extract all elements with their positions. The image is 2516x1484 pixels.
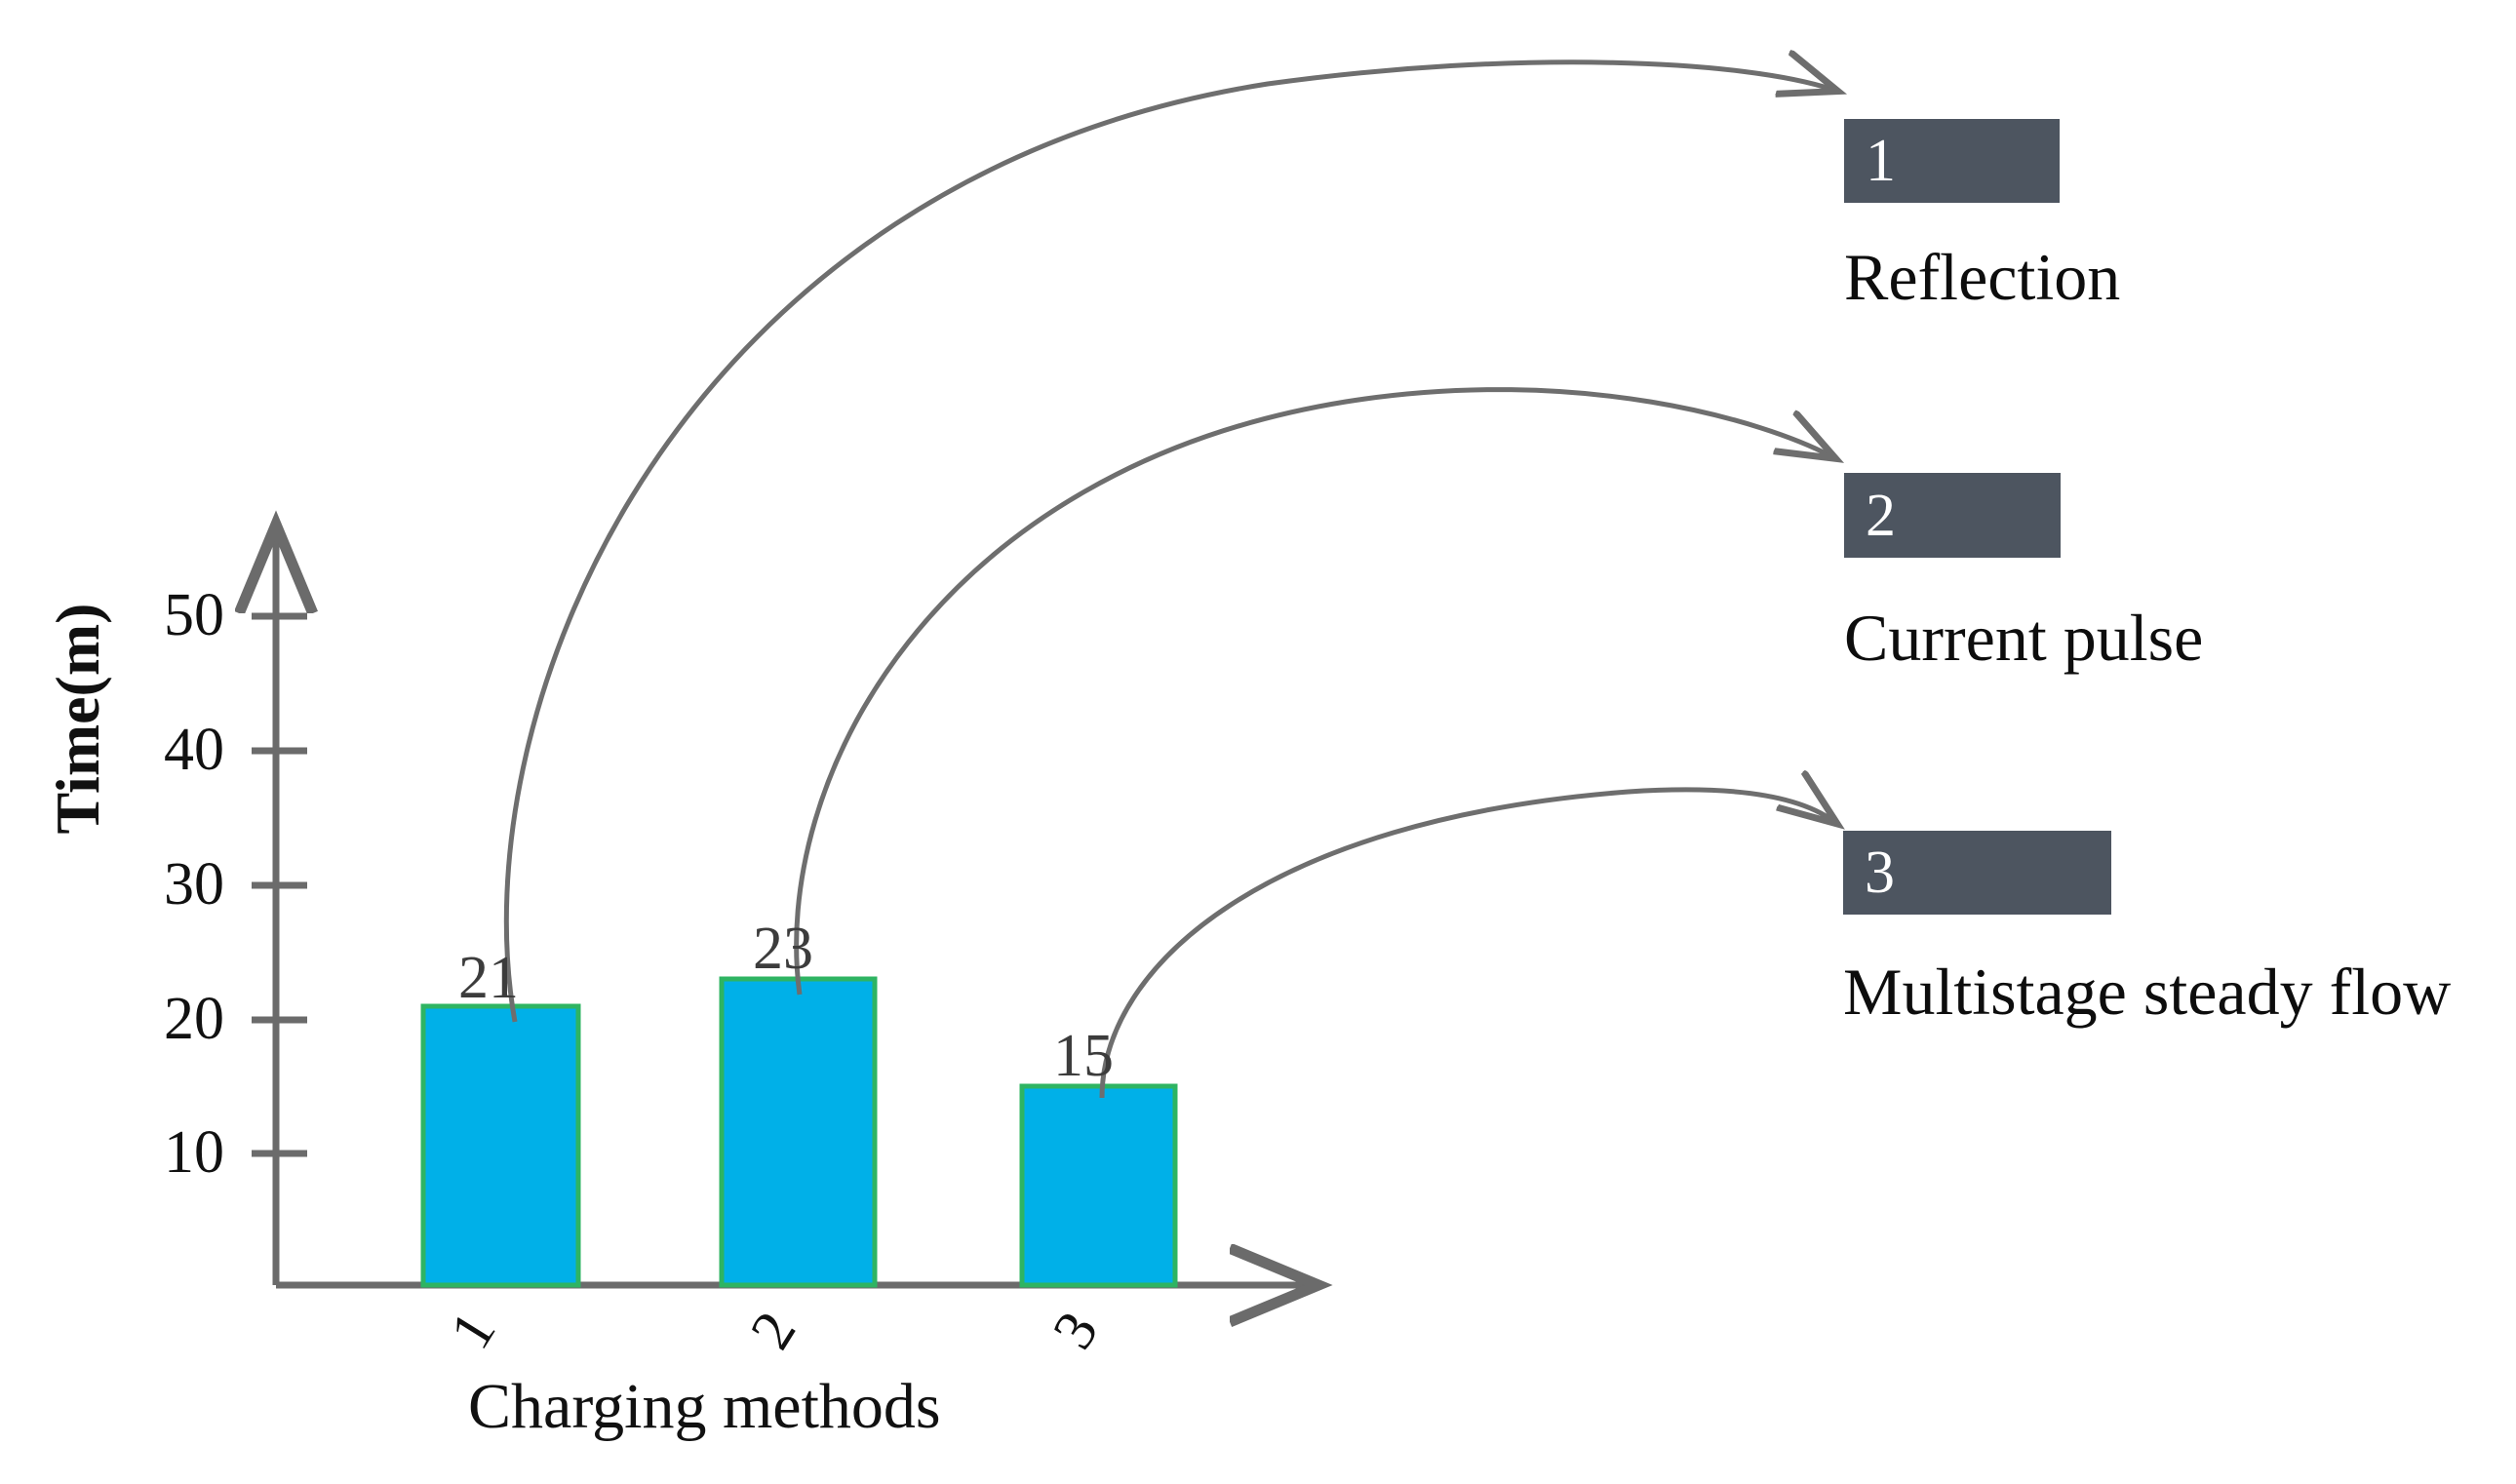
legend-key-2: 2: [1866, 482, 1896, 549]
y-tick-label-50: 50: [164, 582, 224, 648]
bar-value-label-2: 23: [753, 916, 813, 982]
annotation-curve-1: [503, 62, 1833, 1023]
y-axis-title: Time(m): [43, 603, 112, 835]
legend-key-1: 1: [1866, 128, 1896, 194]
legend-swatch-1[interactable]: 1: [1844, 119, 2060, 203]
y-tick-label-30: 30: [164, 851, 224, 918]
bar-2: [719, 976, 878, 1288]
bar-value-label-3: 15: [1053, 1023, 1114, 1089]
legend-caption-3: Multistage steady flow: [1843, 955, 2452, 1029]
bar-value-label-1: 21: [458, 945, 519, 1011]
annotation-curve-2: [794, 387, 1831, 996]
legend-swatch-2[interactable]: 2: [1844, 473, 2061, 558]
y-tick-label-40: 40: [164, 717, 224, 783]
legend-swatch-3[interactable]: 3: [1843, 831, 2111, 915]
bar-1: [420, 1003, 581, 1288]
legend-key-3: 3: [1865, 840, 1895, 906]
legend-caption-2: Current pulse: [1844, 601, 2204, 675]
y-tick-label-10: 10: [164, 1119, 224, 1186]
annotation-curve-3: [1099, 790, 1833, 1099]
legend-caption-1: Reflection: [1844, 240, 2121, 314]
x-axis-title: Charging methods: [468, 1371, 941, 1442]
y-tick-label-20: 20: [164, 986, 224, 1052]
bar-3: [1019, 1083, 1178, 1288]
